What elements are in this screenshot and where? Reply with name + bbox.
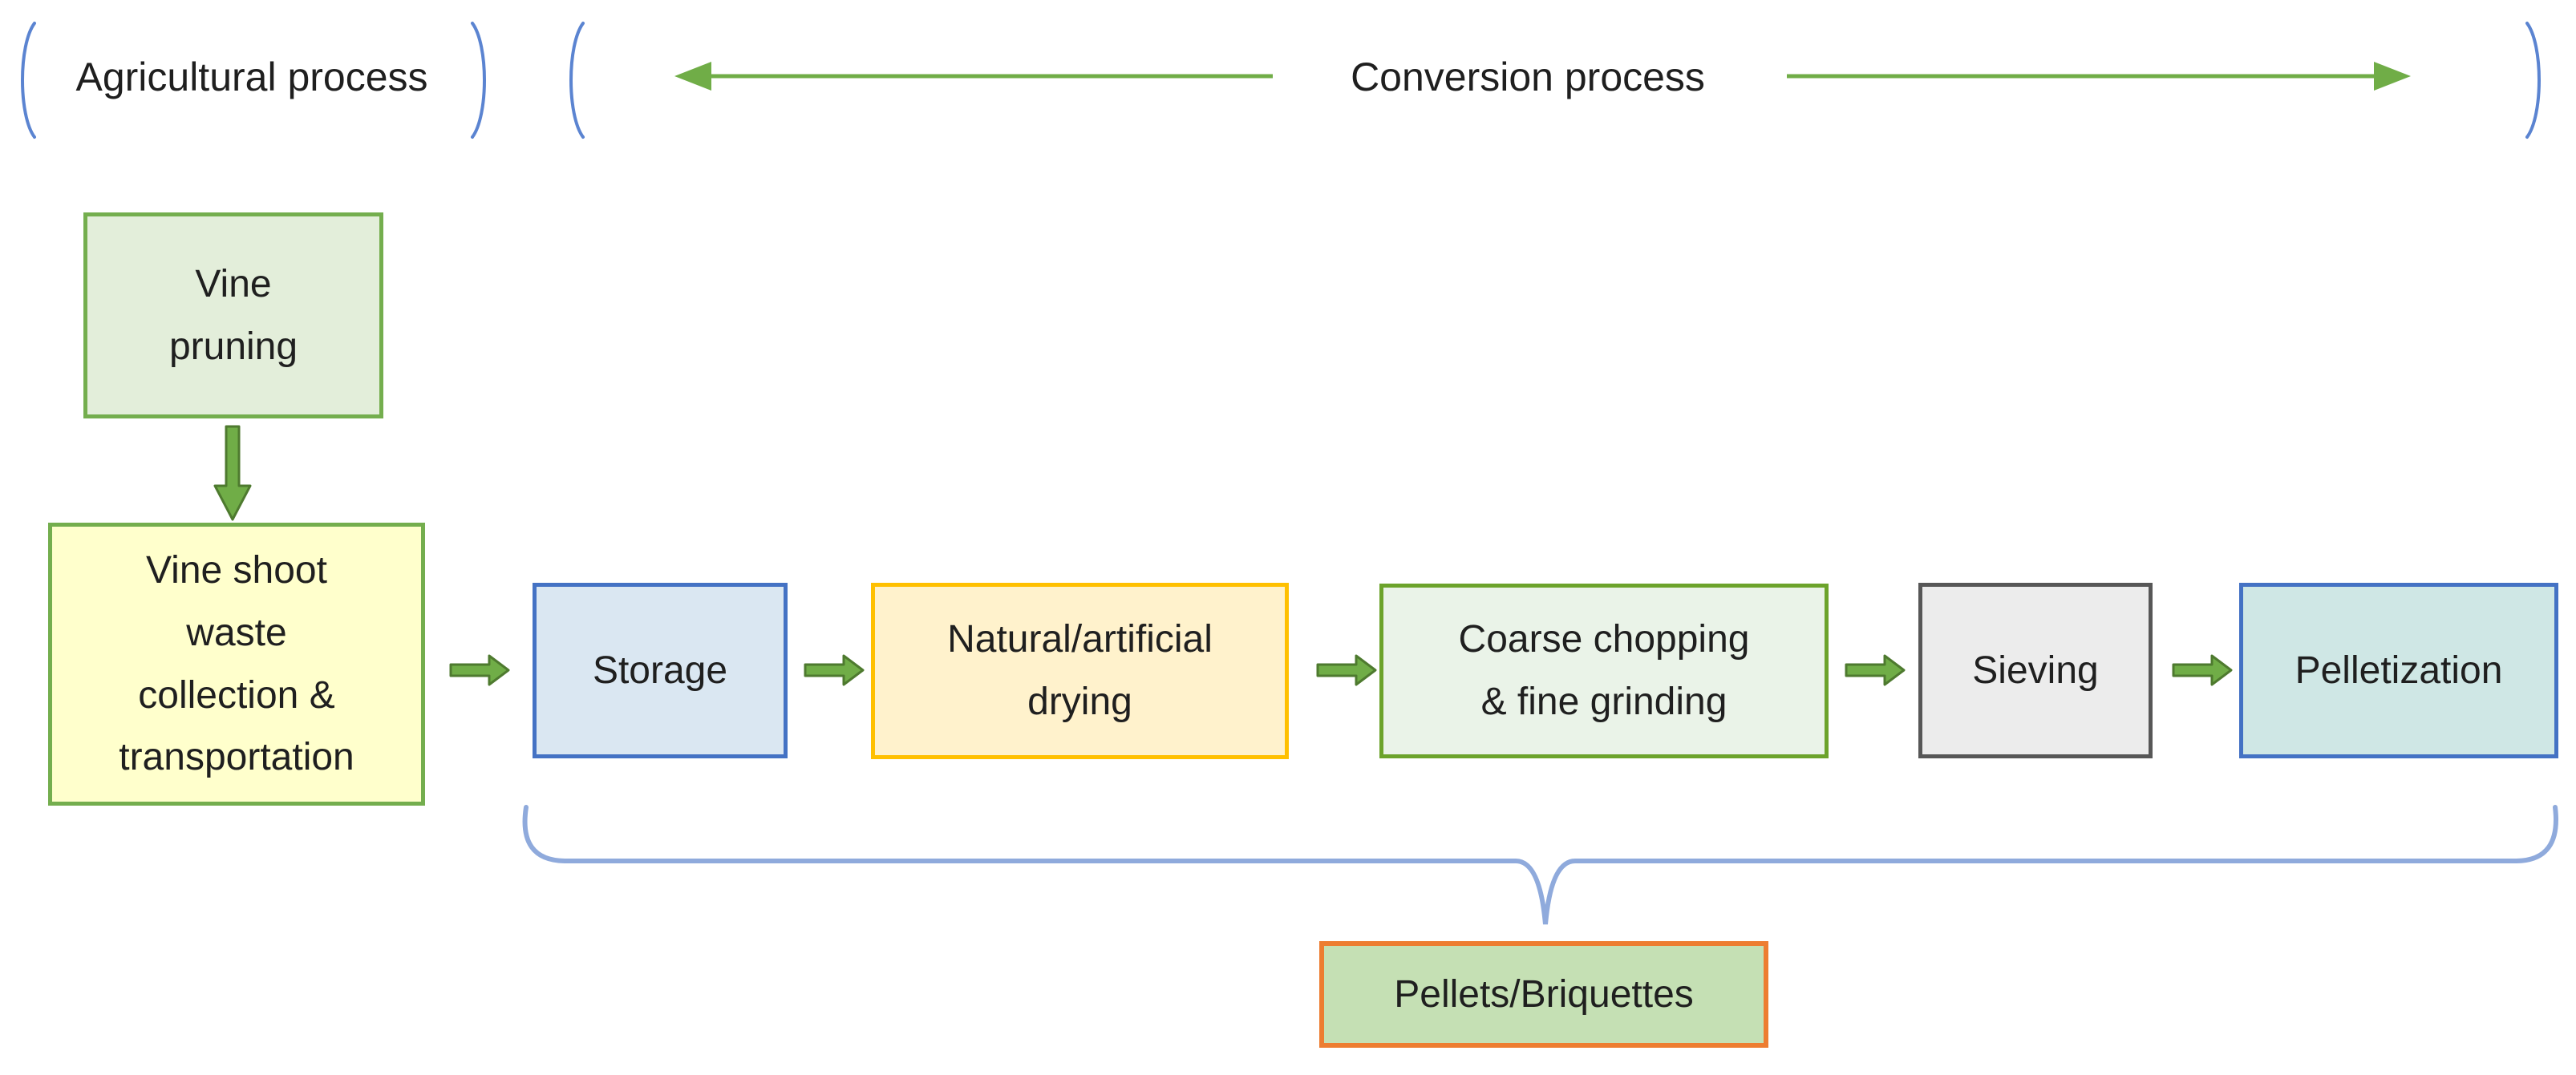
right-arrow-icon — [1787, 62, 2411, 91]
pellets-briquettes-box: Pellets/Briquettes — [1319, 941, 1768, 1048]
close-bracket-icon — [471, 22, 486, 139]
vine-shoot-waste-label: Vine shoot waste collection & transporta… — [119, 549, 354, 779]
pelletization-label: Pelletization — [2295, 649, 2503, 692]
open-bracket-icon — [569, 22, 585, 139]
pelletization-box: Pelletization — [2239, 583, 2558, 758]
conversion-process-label: Conversion process — [1351, 55, 1705, 99]
down-arrow-icon — [213, 425, 252, 521]
open-bracket-icon — [21, 22, 36, 139]
flow-arrow-icon — [804, 654, 865, 686]
coarse-chopping-fine-grinding-label: Coarse chopping & fine grinding — [1458, 618, 1750, 723]
curly-brace-icon — [522, 805, 2558, 925]
sieving-box: Sieving — [1918, 583, 2153, 758]
sieving-label: Sieving — [1972, 649, 2099, 692]
vine-pruning-box: Vine pruning — [83, 212, 383, 418]
pellets-briquettes-label: Pellets/Briquettes — [1394, 972, 1694, 1016]
agricultural-process-label: Agricultural process — [75, 55, 428, 99]
flow-arrow-icon — [1845, 654, 1906, 686]
close-bracket-icon — [2525, 22, 2541, 139]
natural-artificial-drying-box: Natural/artificial drying — [871, 583, 1289, 759]
left-arrow-icon — [674, 62, 1273, 91]
coarse-chopping-fine-grinding-box: Coarse chopping & fine grinding — [1379, 584, 1829, 758]
vine-shoot-waste-box: Vine shoot waste collection & transporta… — [48, 523, 425, 806]
vine-pruning-label: Vine pruning — [168, 262, 298, 368]
flow-arrow-icon — [2172, 654, 2233, 686]
flow-arrow-icon — [449, 654, 510, 686]
storage-box: Storage — [533, 583, 788, 758]
natural-artificial-drying-label: Natural/artificial drying — [947, 618, 1213, 723]
flow-arrow-icon — [1316, 654, 1377, 686]
storage-label: Storage — [592, 649, 728, 692]
